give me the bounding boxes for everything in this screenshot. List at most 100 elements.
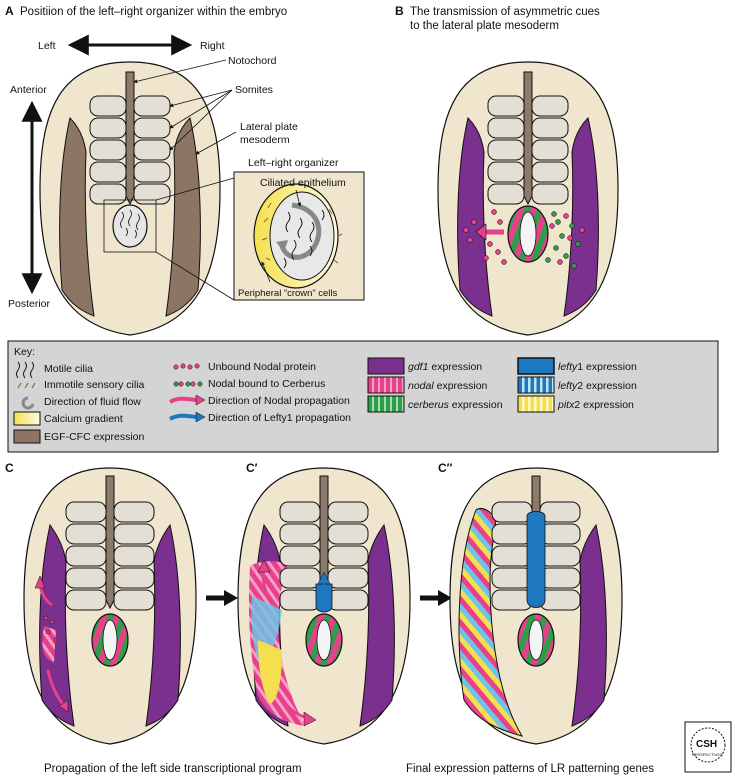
embryo-a-somites	[89, 95, 171, 205]
panel-c-letter: C	[5, 461, 14, 475]
ciliated-epithelium-leader	[295, 189, 302, 207]
key-nodal-propagation-head	[195, 394, 206, 406]
arrow-c1-to-c2-head	[438, 590, 452, 606]
inset-ciliated-epithelium	[269, 191, 335, 281]
embryo-b-cerberus-dots	[545, 211, 581, 269]
key-calcium-gradient: Calcium gradient	[44, 413, 123, 425]
embryo-c2-lpm-right	[571, 523, 607, 727]
panel-c1-letter: C′	[246, 461, 258, 475]
key-cerberus: cerberus expression	[408, 399, 503, 411]
axis-right-label: Right	[200, 40, 225, 52]
logo-text: CSH	[696, 739, 717, 750]
key-lefty1-propagation: Direction of Lefty1 propagation	[208, 412, 351, 424]
panel-b-title-line2: to the lateral plate mesoderm	[410, 20, 559, 32]
key-nodal-suffix: expression	[434, 380, 488, 392]
panel-a-title: Positiion of the left–right organizer wi…	[20, 6, 287, 18]
axis-posterior-label: Posterior	[8, 298, 51, 310]
panel-c2-letter: C′′	[438, 461, 453, 475]
embryo-c1-somites	[279, 501, 369, 611]
key-nodal: nodal expression	[408, 380, 488, 392]
notochord-label: Notochord	[228, 55, 277, 67]
key-lefty2-swatch	[517, 376, 555, 394]
embryo-c2-notochord-top	[531, 475, 541, 517]
panel-b-title-line1: The transmission of asymmetric cues	[410, 6, 600, 18]
panel-b-letter: B	[395, 4, 404, 18]
panel-a: A Positiion of the left–right organizer …	[5, 4, 365, 336]
ciliated-epithelium-label: Ciliated epithelium	[260, 177, 346, 189]
panel-b: B The transmission of asymmetric cues to…	[395, 4, 619, 336]
embryo-c1-nodal-arrowhead-up	[257, 559, 271, 573]
embryo-a-lpm-left	[59, 117, 95, 317]
embryo-c-nodal-patch	[42, 626, 56, 662]
embryo-c-nodal-dots	[43, 615, 59, 643]
caption-left: Propagation of the left side transcripti…	[44, 763, 302, 775]
crown-cells-label: Peripheral “crown” cells	[238, 288, 338, 299]
lpm-label-line2: mesoderm	[240, 134, 290, 146]
key-unbound-nodal-icon	[173, 363, 200, 370]
key-cerberus-swatch	[367, 395, 405, 413]
embryo-a-notochord	[125, 71, 135, 206]
key-gdf1-suffix: expression	[428, 361, 482, 373]
axis-left-label: Left	[38, 40, 56, 52]
key-lefty1-propagation-head	[195, 411, 206, 423]
somites-label: Somites	[235, 84, 273, 96]
key-gdf1: gdf1 expression	[408, 361, 482, 373]
key-pitx2-num: 2	[574, 399, 580, 411]
key-lefty2: lefty2 expression	[558, 380, 637, 392]
panel-c1: C′	[237, 461, 411, 745]
key-nodal-propagation: Direction of Nodal propagation	[208, 395, 350, 407]
embryo-c1-organizer-core	[316, 619, 332, 661]
key-pitx2-gene: pitx	[557, 399, 575, 411]
organizer-a-cilia	[120, 209, 140, 239]
key-fluid-flow: Direction of fluid flow	[44, 396, 141, 408]
key-calcium-swatch	[13, 411, 41, 426]
csh-perspectives-logo: CSH PERSPECTIVES	[684, 721, 732, 773]
organizer-zoom-box	[103, 199, 157, 253]
key-lefty1-suffix: expression	[583, 361, 637, 373]
key-box: Key: Motile cilia Immotile sensory cilia…	[7, 340, 719, 453]
key-title: Key:	[14, 346, 35, 358]
embryo-c-nodal-arrowhead-up	[34, 575, 46, 589]
panel-c: C	[5, 461, 197, 745]
key-egf-swatch	[13, 429, 41, 444]
embryo-c-notochord	[105, 475, 115, 610]
key-sensory-cilia-icon	[17, 382, 36, 389]
embryo-c1-lefty1-midline	[315, 583, 333, 613]
key-nodal-swatch	[367, 376, 405, 394]
embryo-b-nodal-arrowhead	[475, 223, 487, 241]
arrow-c-to-c1-head	[224, 590, 238, 606]
embryo-b-notochord	[523, 71, 533, 206]
inset-motile-cilia	[283, 209, 325, 269]
caption-right: Final expression patterns of LR patterni…	[406, 763, 654, 775]
embryo-c1-pitx2-region	[258, 640, 282, 704]
lr-organizer-label: Left–right organizer	[248, 157, 339, 169]
embryo-b-gdf1-left	[457, 117, 493, 317]
embryo-b-nodal-dots	[463, 209, 507, 265]
inset-sensory-cilia	[261, 202, 343, 264]
lpm-label-line1: Lateral plate	[240, 121, 298, 133]
key-lefty2-num: 2	[577, 380, 583, 392]
key-cerberus-suffix: expression	[449, 399, 503, 411]
panel-a-letter: A	[5, 4, 14, 18]
embryo-c2-lefty1-midline	[526, 511, 546, 608]
key-egf-cfc: EGF-CFC expression	[44, 431, 145, 443]
key-lefty1-gene: lefty	[558, 361, 578, 373]
embryo-b-nodal-dots-right	[549, 213, 585, 265]
key-lefty1: lefty1 expression	[558, 361, 637, 373]
key-lefty2-gene: lefty	[558, 380, 578, 392]
key-nodal-gene: nodal	[408, 380, 434, 392]
key-fluid-flow-icon	[21, 396, 35, 410]
embryo-c1-lpm-right	[359, 523, 395, 727]
embryo-c-somites	[65, 501, 155, 611]
embryo-a-lpm-right	[165, 117, 201, 317]
key-nodal-cerberus-icon	[173, 381, 203, 387]
key-pitx2-suffix: expression	[580, 399, 634, 411]
key-unbound-nodal: Unbound Nodal protein	[208, 361, 316, 373]
panel-c2: C′′	[438, 461, 623, 745]
embryo-c2-organizer-core	[528, 619, 544, 661]
zoom-line-top	[155, 177, 235, 201]
embryo-b-organizer-core	[519, 211, 537, 257]
embryo-c1-nodal-arrowhead-down	[303, 711, 317, 727]
key-gdf1-gene: gdf1	[408, 361, 428, 373]
embryo-c1-lefty1-arrowhead	[317, 571, 331, 585]
